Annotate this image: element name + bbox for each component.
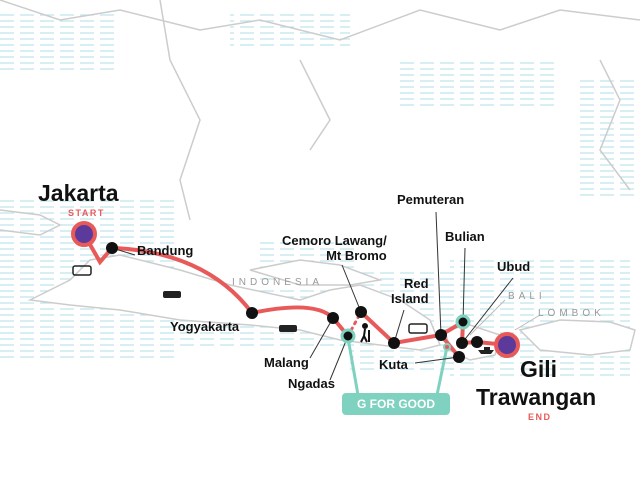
- label-cemoro-line1: Cemoro Lawang/: [282, 233, 387, 248]
- end-city-line1: Gili: [520, 356, 558, 382]
- label-pemuteran: Pemuteran: [397, 192, 465, 207]
- label-yogyakarta: Yogyakarta: [170, 319, 240, 334]
- stop-red-island: [388, 337, 400, 349]
- region-bali: BALI: [508, 291, 546, 302]
- hiker-icon: [360, 323, 370, 343]
- leader-lines: [111, 211, 541, 381]
- end-tag: END: [528, 412, 552, 422]
- stop-bulian: [455, 314, 471, 330]
- start-marker: [71, 221, 97, 247]
- label-kuta: Kuta: [379, 357, 408, 372]
- g-for-good-point: [443, 343, 451, 351]
- end-city-line2: Trawangan: [476, 384, 597, 410]
- boat-icon: [478, 347, 494, 354]
- stop-cemoro-lawang: [355, 306, 367, 318]
- label-ubud: Ubud: [497, 259, 531, 274]
- region-indonesia: INDONESIA: [232, 277, 324, 288]
- stop-bandung: [106, 242, 118, 254]
- start-city-label: Jakarta: [38, 180, 119, 206]
- stop-malang: [327, 312, 339, 324]
- stop-pemuteran: [435, 329, 447, 341]
- label-bandung: Bandung: [137, 243, 194, 258]
- g-for-good-links: [346, 337, 449, 396]
- stop-yogyakarta: [246, 307, 258, 319]
- region-lombok: LOMBOK: [538, 308, 605, 319]
- end-marker: [494, 332, 520, 358]
- label-red-line1: Red: [404, 276, 429, 291]
- stop-ubud: [456, 337, 468, 349]
- stop-markers: [71, 221, 520, 363]
- stop-extra: [471, 336, 483, 348]
- label-red-line2: Island: [391, 291, 429, 306]
- stop-kuta: [453, 351, 465, 363]
- label-ngadas: Ngadas: [288, 376, 335, 391]
- label-red-island: Red Island: [391, 276, 429, 306]
- label-cemoro-lawang: Cemoro Lawang/ Mt Bromo: [282, 233, 387, 263]
- start-tag: START: [68, 208, 105, 218]
- g-for-good-badge: G FOR GOOD: [342, 393, 450, 415]
- label-bulian: Bulian: [445, 229, 485, 244]
- stop-ngadas: [340, 328, 356, 344]
- label-malang: Malang: [264, 355, 309, 370]
- bus-icon: [72, 265, 428, 334]
- label-cemoro-line2: Mt Bromo: [326, 248, 387, 263]
